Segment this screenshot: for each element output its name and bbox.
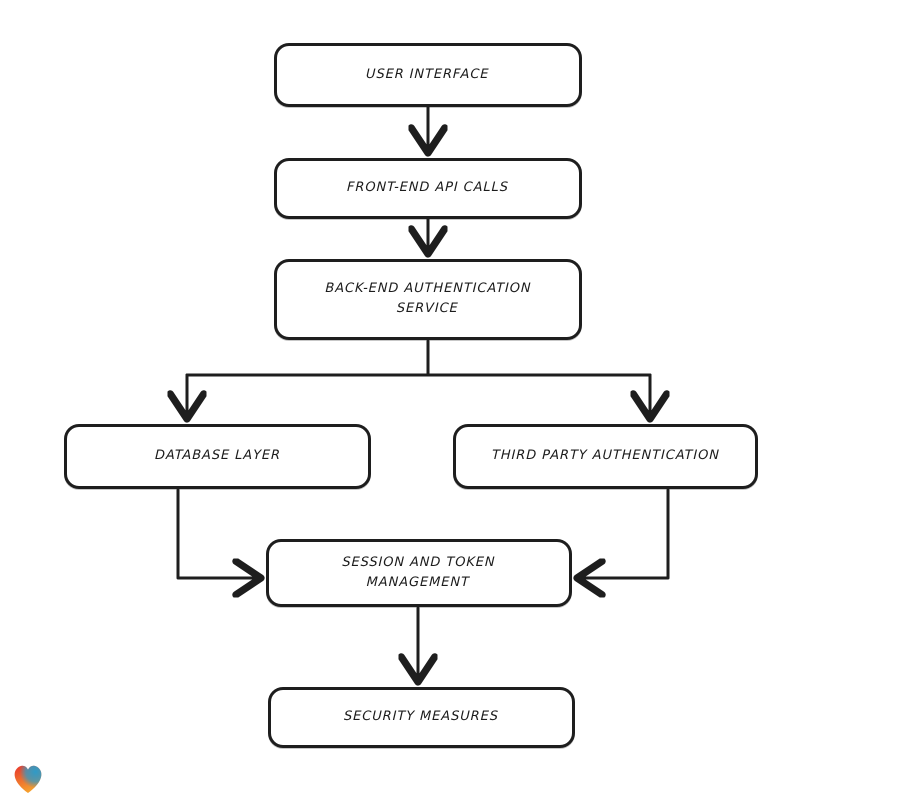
node-database-layer-label: DATABASE LAYER (154, 448, 281, 464)
node-third-party-authentication[interactable]: THIRD PARTY AUTHENTICATION (453, 424, 758, 489)
node-back-end-authentication-service-label: BACK-END AUTHENTICATION SERVICE (325, 281, 532, 317)
node-front-end-api-calls-label: FRONT-END API CALLS (346, 180, 510, 196)
node-database-layer[interactable]: DATABASE LAYER (64, 424, 371, 489)
edge-back-end-branch-trunk (185, 339, 652, 377)
node-user-interface[interactable]: USER INTERFACE (274, 43, 582, 107)
node-session-and-token-management-label: SESSION AND TOKEN MANAGEMENT (342, 554, 497, 590)
node-session-and-token-management[interactable]: SESSION AND TOKEN MANAGEMENT (266, 539, 572, 607)
node-front-end-api-calls[interactable]: FRONT-END API CALLS (274, 158, 582, 219)
node-user-interface-label: USER INTERFACE (366, 66, 490, 82)
node-security-measures-label: SECURITY MEASURES (343, 709, 500, 725)
edge-database-to-session (176, 488, 261, 578)
edge-third-party-to-session (577, 488, 670, 578)
node-third-party-authentication-label: THIRD PARTY AUTHENTICATION (491, 448, 720, 464)
node-back-end-authentication-service[interactable]: BACK-END AUTHENTICATION SERVICE (274, 259, 582, 340)
node-security-measures[interactable]: SECURITY MEASURES (268, 687, 575, 748)
eraser-heart-logo[interactable] (10, 761, 46, 797)
